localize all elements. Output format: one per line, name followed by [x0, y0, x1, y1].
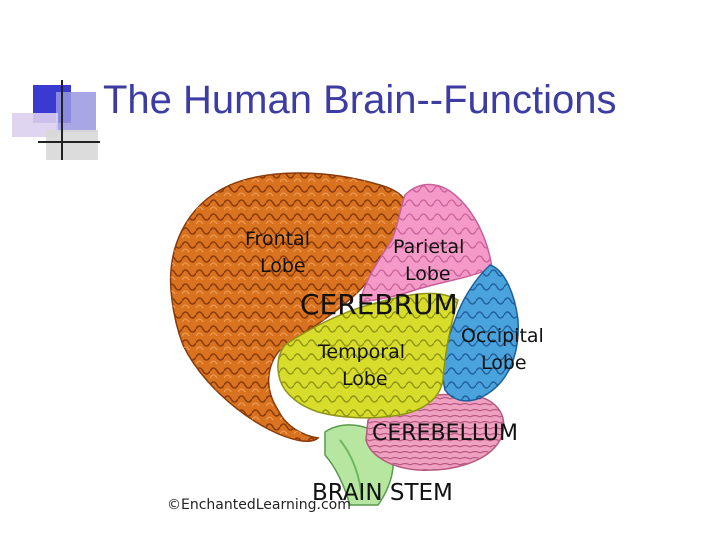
- label-temporal-line1: Temporal: [317, 341, 405, 363]
- ornament-square-gray: [46, 130, 98, 160]
- label-frontal-line2: Lobe: [260, 255, 306, 277]
- label-cerebellum: CEREBELLUM: [372, 421, 518, 446]
- label-temporal-line2: Lobe: [342, 368, 388, 390]
- copyright-text: ©EnchantedLearning.com: [167, 497, 351, 513]
- frontal-lobe-folds: [170, 172, 408, 442]
- slide-title: The Human Brain--Functions: [103, 78, 617, 122]
- label-frontal-line1: Frontal: [245, 228, 310, 250]
- label-cerebrum: CEREBRUM: [300, 288, 458, 321]
- label-parietal-line2: Lobe: [405, 263, 451, 285]
- label-brain-stem: BRAIN STEM: [312, 480, 453, 506]
- label-parietal-line1: Parietal: [393, 236, 464, 258]
- temporal-lobe-folds: [277, 293, 458, 418]
- title-ornament: [12, 80, 100, 160]
- label-occipital-line2: Lobe: [481, 352, 527, 374]
- brain-stem-fiber: [339, 439, 363, 501]
- parietal-lobe-folds: [360, 184, 492, 302]
- label-occipital-line1: Occipital: [461, 325, 544, 347]
- occipital-lobe-folds: [443, 265, 519, 401]
